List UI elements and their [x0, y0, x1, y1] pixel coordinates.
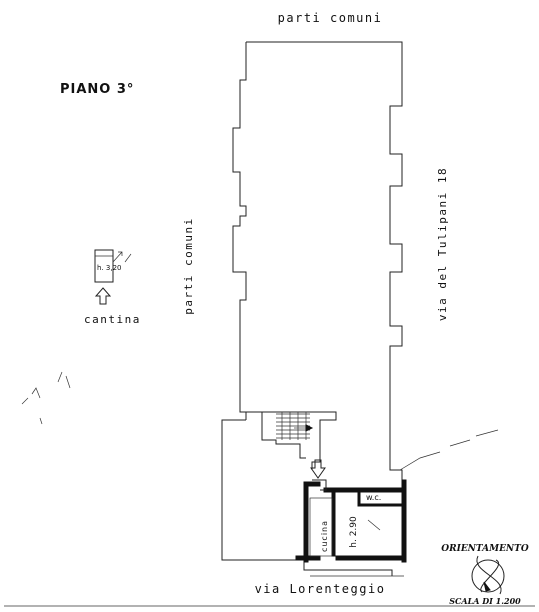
compass-icon [471, 555, 505, 595]
entrance-arrow-icon [310, 459, 326, 479]
room-height-label: h. 2.90 [349, 516, 359, 548]
staircase [276, 412, 310, 440]
cellar-arrow-icon [94, 287, 112, 305]
apartment-inner-frame [309, 497, 333, 557]
scale-label: SCALA DI 1.200 [449, 596, 521, 606]
label-top-common: parti comuni [278, 11, 383, 25]
apartment-walls [295, 479, 407, 563]
cellar-label: cantina [84, 313, 141, 326]
cellar-room [94, 249, 114, 283]
building-outline [232, 41, 403, 480]
cellar-height: h. 3,20 [97, 264, 121, 272]
entrance-step [312, 479, 327, 491]
kitchen-label: cucina [320, 520, 329, 552]
label-left-common: parti comuni [182, 217, 195, 314]
cellar-mark [112, 251, 132, 263]
floor-title: PIANO 3° [60, 82, 134, 97]
orientation-label: ORIENTAMENTO [441, 544, 529, 554]
pencil-marks-left [21, 371, 71, 425]
label-bottom-street: via Lorenteggio [255, 582, 386, 596]
courtyard-inner-line [246, 411, 337, 470]
pencil-marks-right [367, 429, 499, 531]
stair-arrow [305, 424, 314, 432]
label-right-street: via del Tulipani 18 [436, 167, 449, 321]
wc-label: w.c. [366, 493, 381, 502]
